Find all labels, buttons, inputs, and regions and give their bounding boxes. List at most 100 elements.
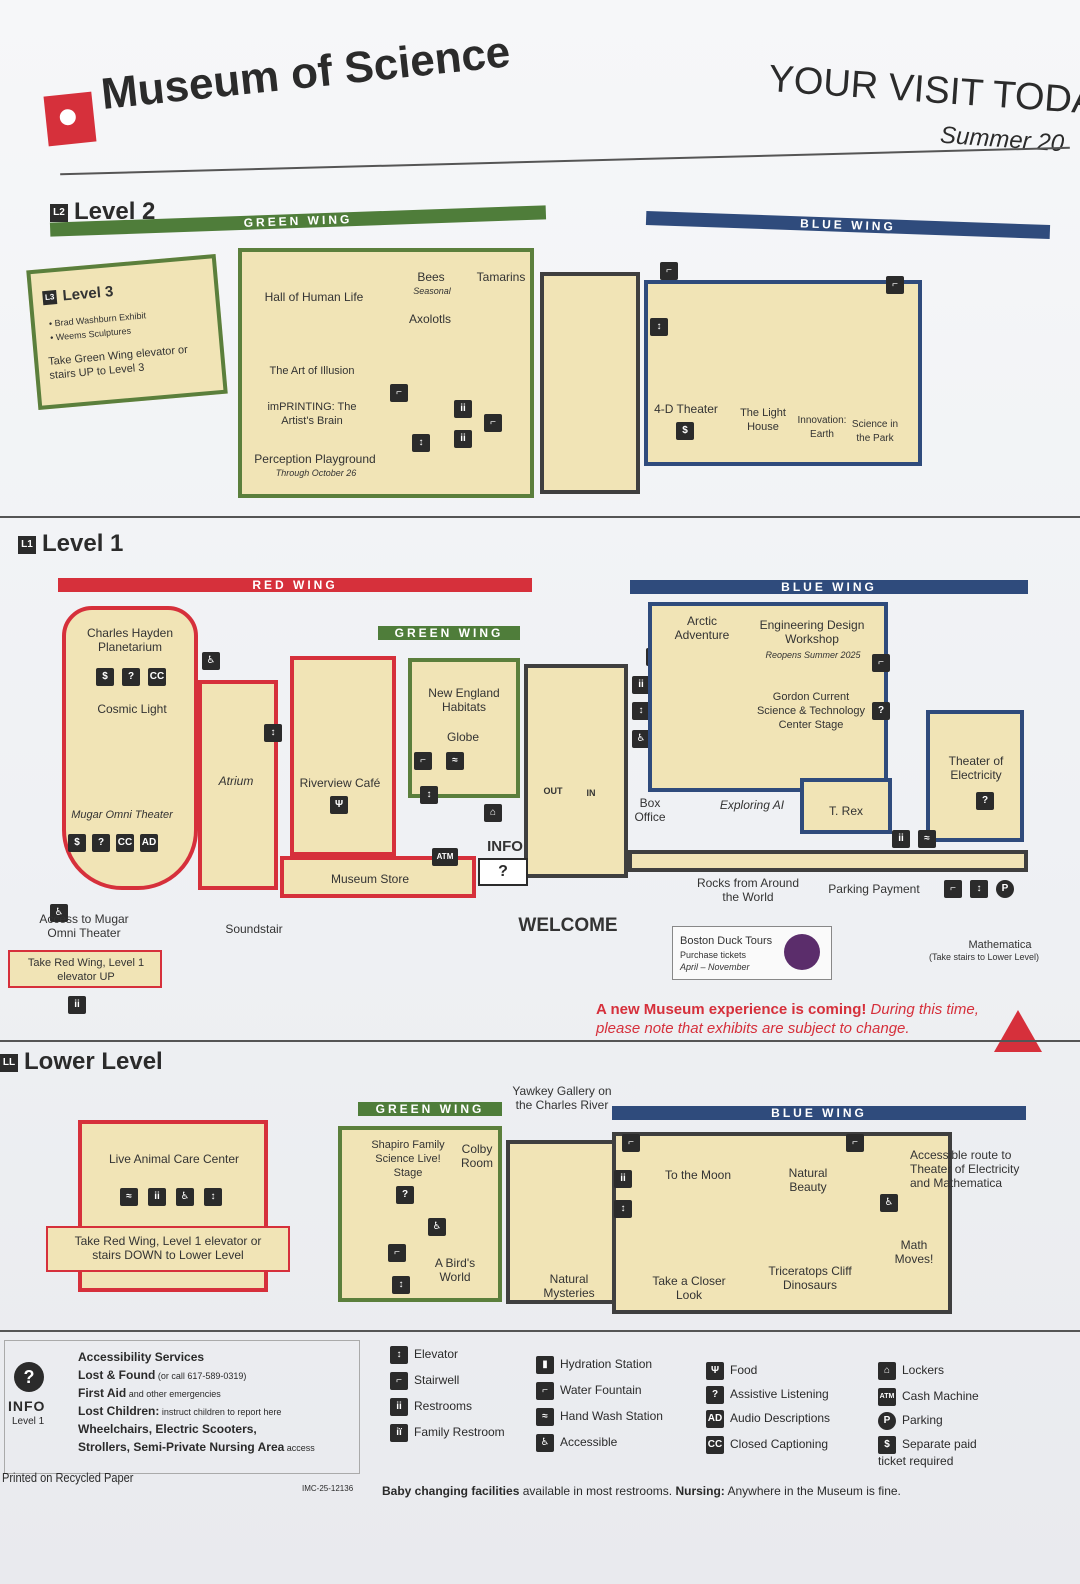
room-closer-look: Take a Closer Look [652, 1274, 726, 1302]
elevator-icon[interactable]: ↕ [204, 1188, 222, 1206]
stairwell-icon[interactable]: ⌐ [846, 1134, 864, 1152]
stairwell-icon[interactable]: ⌐ [944, 880, 962, 898]
hand-wash-icon[interactable]: ≈ [120, 1188, 138, 1206]
room-engineering-note: Reopens Summer 2025 [765, 650, 861, 660]
audio-description-icon: AD [706, 1410, 724, 1428]
room-mathematica: Mathematica [968, 939, 1032, 951]
legend-assistive-listening: ?Assistive Listening [706, 1386, 829, 1404]
water-fountain-icon: ⌐ [536, 1382, 554, 1400]
lower-badge: LL [0, 1053, 18, 1072]
accessible-icon[interactable]: ♿ [202, 652, 220, 670]
room-riverview: Riverview Café [299, 776, 381, 790]
info-label: INFO [487, 838, 523, 855]
level1-title: Level 1 [42, 530, 124, 557]
welcome-label: WELCOME [518, 915, 618, 936]
room-new-england: New England Habitats [428, 686, 500, 714]
parking-icon: P [878, 1412, 896, 1430]
lower-center-room [506, 1140, 632, 1304]
elevator-icon[interactable]: ↕ [412, 434, 430, 452]
elevator-icon[interactable]: ↕ [614, 1200, 632, 1218]
info-big-icon: ? [14, 1362, 44, 1392]
food-icon[interactable]: Ψ [330, 796, 348, 814]
accessible-icon[interactable]: ♿ [50, 904, 68, 922]
accessible-icon[interactable]: ♿ [428, 1218, 446, 1236]
access-omni-note: Take Red Wing, Level 1 elevator UP [27, 957, 145, 983]
accessible-icon[interactable]: ♿ [632, 730, 650, 748]
stairwell-icon[interactable]: ⌐ [872, 654, 890, 672]
elevator-icon[interactable]: ↕ [264, 724, 282, 742]
stairwell-icon[interactable]: ⌐ [622, 1134, 640, 1152]
stairwell-icon[interactable]: ⌐ [886, 276, 904, 294]
accessible-icon[interactable]: ♿ [176, 1188, 194, 1206]
elevator-icon[interactable]: ↕ [970, 880, 988, 898]
info-title: INFO [8, 1398, 46, 1414]
restroom-icon[interactable]: ii [632, 676, 650, 694]
room-natural-mysteries: Natural Mysteries [543, 1272, 595, 1300]
legend-lockers: ⌂Lockers [878, 1362, 944, 1380]
restroom-icon[interactable]: ii [892, 830, 910, 848]
room-trex: T. Rex [828, 804, 863, 818]
stairwell-icon[interactable]: ⌐ [388, 1244, 406, 1262]
stairwell-icon[interactable]: ⌐ [390, 384, 408, 402]
elevator-icon[interactable]: ↕ [632, 702, 650, 720]
room-atrium: Atrium [218, 774, 254, 788]
hand-wash-icon[interactable]: ≈ [918, 830, 936, 848]
stairwell-icon[interactable]: ⌐ [414, 752, 432, 770]
header-divider [60, 146, 1070, 176]
room-tamarins: Tamarins [476, 270, 526, 284]
hand-wash-icon[interactable]: ≈ [446, 752, 464, 770]
closed-captioning-icon: CC [148, 668, 166, 686]
room-science-park: Science in the Park [851, 419, 899, 444]
hydration-station-icon: ▮ [536, 1356, 554, 1374]
restroom-icon[interactable]: ii [68, 996, 86, 1014]
room-live-animal: Live Animal Care Center [108, 1152, 240, 1166]
restroom-icon[interactable]: ii [148, 1188, 166, 1206]
level1-green-wing-bar: GREEN WING [378, 626, 520, 640]
trex-room [800, 778, 892, 834]
legend-hand-wash: ≈Hand Wash Station [536, 1408, 663, 1426]
restroom-icon[interactable]: ii [614, 1170, 632, 1188]
water-fountain-icon[interactable]: ⌐ [484, 414, 502, 432]
assistive-listening-icon: ? [122, 668, 140, 686]
room-birds-world: A Bird's World [434, 1256, 476, 1284]
restroom-icon[interactable]: ii [454, 400, 472, 418]
room-innovation-earth: Innovation: Earth [797, 415, 847, 440]
elevator-icon[interactable]: ↕ [650, 318, 668, 336]
food-icon: Ψ [706, 1362, 724, 1380]
info-icon[interactable]: ? [478, 858, 528, 886]
level1-blue-wing-bar: BLUE WING [630, 580, 1028, 594]
cash-machine-icon[interactable]: ATM [432, 848, 458, 866]
level2-center-rooms [540, 272, 640, 494]
notice-text: A new Museum experience is coming! Durin… [596, 1000, 990, 1038]
level2-green-wing-rooms [238, 248, 534, 498]
level1-corridor [628, 850, 1028, 872]
out-label: OUT [543, 786, 563, 796]
room-globe: Globe [446, 730, 480, 744]
room-triceratops: Triceratops Cliff Dinosaurs [768, 1264, 852, 1292]
lower-title: Lower Level [24, 1048, 163, 1075]
service-line-4: Lost Children: instruct children to repo… [78, 1404, 282, 1418]
room-4d-theater: 4-D Theater [654, 402, 718, 416]
room-engineering: Engineering Design Workshop [759, 618, 865, 646]
room-colby: Colby Room [460, 1142, 493, 1170]
lockers-icon[interactable]: ⌂ [484, 804, 502, 822]
restroom-icon[interactable]: ii [454, 430, 472, 448]
dollar-icon: $ [96, 668, 114, 686]
parking-icon[interactable]: P [996, 880, 1014, 898]
elevator-icon[interactable]: ↕ [420, 786, 438, 804]
lower-green-wing-bar: GREEN WING [358, 1102, 502, 1116]
accessible-icon[interactable]: ♿ [880, 1194, 898, 1212]
legend-separate-ticket: $Separate paid ticket required [878, 1436, 977, 1468]
elevator-icon[interactable]: ↕ [392, 1276, 410, 1294]
dollar-icon: $ [68, 834, 86, 852]
room-parking: Parking Payment [828, 882, 920, 896]
lower-green-wing-rooms [338, 1126, 502, 1302]
assistive-listening-icon: ? [872, 702, 890, 720]
assistive-listening-icon: ? [976, 792, 994, 810]
elevator-icon: ↕ [390, 1346, 408, 1364]
room-bees: Bees [417, 270, 445, 284]
stairwell-icon[interactable]: ⌐ [660, 262, 678, 280]
